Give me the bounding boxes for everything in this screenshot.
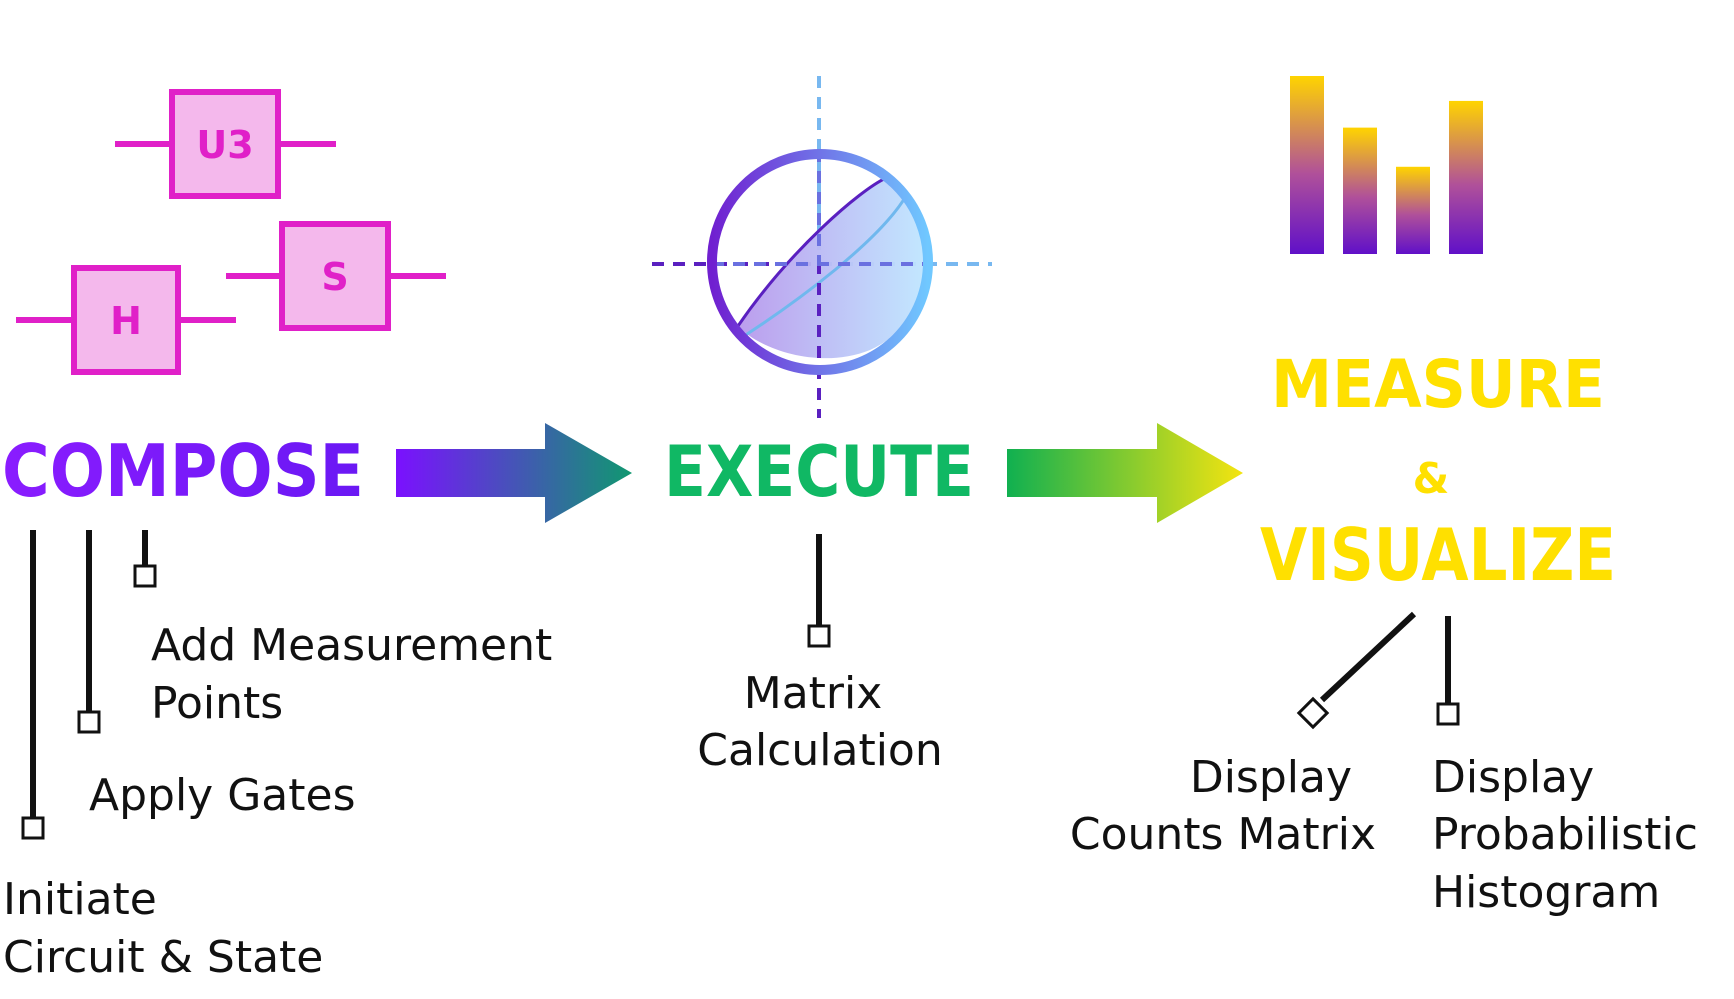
arrow-execute-to-measure-icon [1007, 423, 1243, 523]
gate-u3: U3 [115, 89, 336, 199]
histogram-bar [1449, 100, 1483, 254]
step-display-histogram-line3: Histogram [1432, 867, 1660, 918]
gate-h: H [16, 265, 236, 375]
step-display-histogram: Display Probabilistic Histogram [1432, 752, 1712, 918]
step-display-counts: Display Counts Matrix [1070, 752, 1376, 860]
step-initiate-line2: Circuit & State [3, 932, 323, 983]
arrow-compose-to-execute-icon [396, 423, 632, 523]
histogram-bar [1290, 76, 1324, 254]
visualize-title: VISUALIZE [1260, 513, 1616, 597]
connector-add-measurement [133, 530, 157, 588]
histogram-bar [1343, 127, 1377, 254]
gate-s: S [226, 221, 446, 331]
connector-square-icon [807, 624, 831, 648]
step-add-measurement: Add Measurement Points [151, 620, 566, 729]
connector-square-icon [1296, 696, 1330, 730]
step-apply-gates: Apply Gates [89, 770, 356, 821]
connector-counts [1296, 611, 1417, 730]
connector-square-icon [77, 710, 101, 734]
step-display-histogram-line2: Probabilistic [1432, 809, 1698, 860]
step-add-measurement-line1: Add Measurement [151, 620, 552, 671]
step-apply-gates-line1: Apply Gates [89, 770, 356, 821]
gate-h-label: H [110, 299, 142, 343]
connector-matrix [807, 534, 831, 648]
connector-histogram [1436, 616, 1460, 726]
connector-initiate [21, 530, 45, 840]
step-matrix-line1: Matrix [744, 668, 883, 719]
execute-title: EXECUTE [664, 431, 974, 513]
step-display-histogram-line1: Display [1432, 752, 1594, 803]
connector-apply-gates [77, 530, 101, 734]
connector-square-icon [21, 816, 45, 840]
bar-chart-icon [1290, 76, 1483, 254]
step-matrix-calculation: Matrix Calculation [697, 668, 942, 776]
connector-square-icon [1436, 702, 1460, 726]
measure-title: MEASURE [1271, 346, 1605, 423]
step-matrix-line2: Calculation [697, 725, 942, 776]
gate-s-label: S [321, 255, 348, 299]
step-display-counts-line1: Display [1190, 752, 1352, 803]
histogram-bar [1396, 166, 1430, 254]
bloch-sphere-icon [652, 76, 992, 418]
gate-u3-label: U3 [196, 123, 253, 167]
connector-square-icon [133, 564, 157, 588]
step-add-measurement-line2: Points [151, 678, 283, 729]
step-initiate-line1: Initiate [3, 874, 157, 925]
compose-title: COMPOSE [2, 429, 364, 513]
measure-ampersand: & [1413, 454, 1450, 503]
step-initiate: Initiate Circuit & State [3, 874, 323, 983]
step-display-counts-line2: Counts Matrix [1070, 809, 1376, 860]
